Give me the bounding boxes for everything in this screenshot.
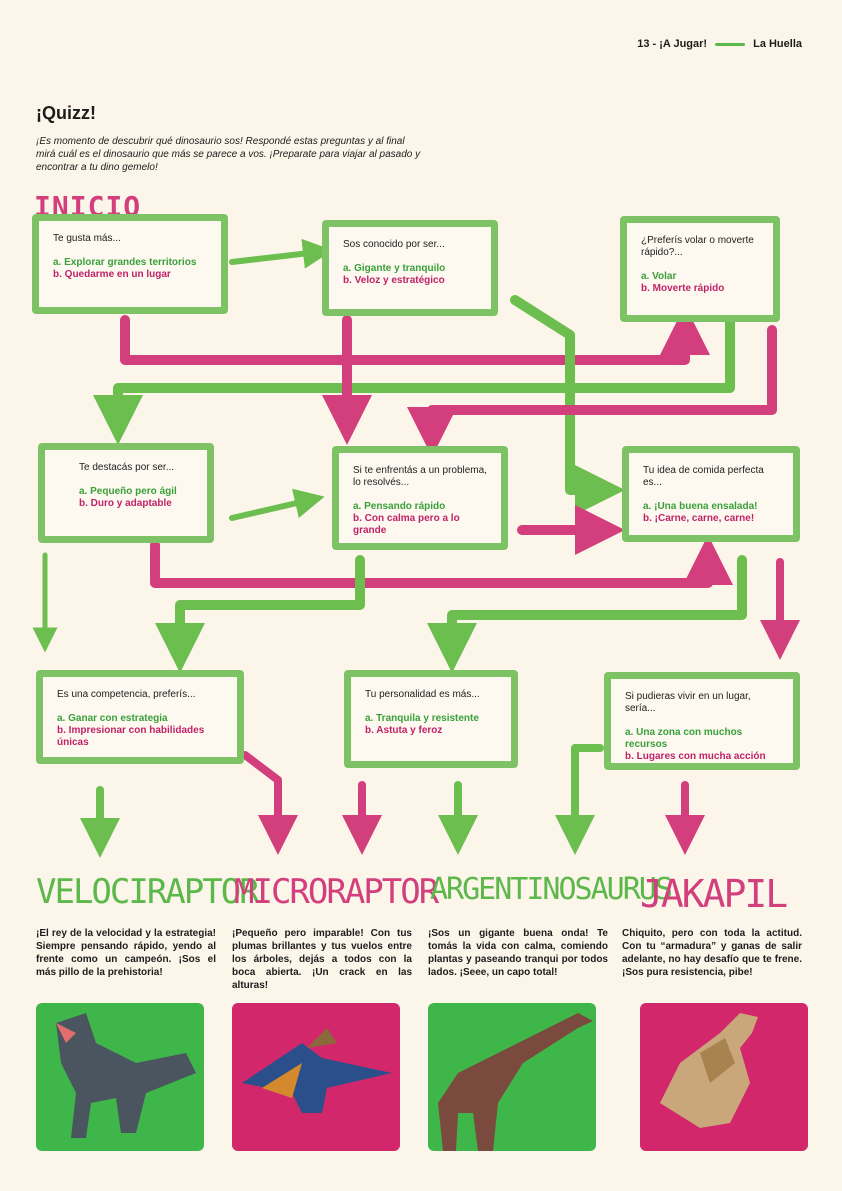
result-desc-jakapil: Chiquito, pero con toda la actitud. Con … [622, 928, 802, 978]
brand-line-icon [715, 42, 746, 46]
question-box-2[interactable]: Sos conocido por ser... a. Gigante y tra… [322, 220, 498, 316]
question-box-1[interactable]: Te gusta más... a. Explorar grandes terr… [32, 214, 228, 314]
option-b[interactable]: b. Con calma pero a lo grande [353, 513, 460, 536]
result-name-jakapil: JAKAPIL [640, 872, 788, 916]
question-box-5[interactable]: Si te enfrentás a un problema, lo resolv… [332, 446, 508, 550]
intro-text: ¡Es momento de descubrir qué dinosaurio … [36, 136, 421, 173]
question-text: ¿Preferís volar o moverte rápido?... [641, 235, 754, 258]
question-box-6[interactable]: Tu idea de comida perfecta es... a. ¡Una… [622, 446, 800, 542]
option-b[interactable]: b. Impresionar con habilidades únicas [57, 725, 205, 748]
option-a[interactable]: a. Pequeño pero ágil [79, 486, 177, 497]
arrow-q1a [120, 305, 710, 365]
question-text: Te destacás por ser... [79, 462, 175, 473]
result-name-argentinosaurus: ARGENTINOSAURUS [430, 872, 673, 907]
microraptor-image [232, 1003, 400, 1151]
velociraptor-image [36, 1003, 204, 1151]
option-a[interactable]: a. Explorar grandes territorios [53, 257, 197, 268]
option-a[interactable]: a. Ganar con estrategia [57, 713, 168, 724]
option-a[interactable]: a. Una zona con muchos recursos [625, 727, 743, 750]
arrow-q3b [407, 325, 777, 457]
arrow-q2a [510, 295, 625, 515]
question-text: Tu personalidad es más... [365, 689, 480, 700]
question-box-3[interactable]: ¿Preferís volar o moverte rápido?... a. … [620, 216, 780, 322]
option-a[interactable]: a. Tranquila y resistente [365, 713, 479, 724]
result-desc-argentinosaurus: ¡Sos un gigante buena onda! Te tomás la … [428, 928, 608, 978]
result-name-microraptor: MICRORAPTOR [234, 872, 439, 912]
question-text: Te gusta más... [53, 233, 121, 244]
question-box-8[interactable]: Tu personalidad es más... a. Tranquila y… [344, 670, 518, 768]
arrow-q6a [427, 555, 747, 673]
jakapil-image [640, 1003, 808, 1151]
option-b[interactable]: b. Astuta y feroz [365, 725, 443, 736]
page-title: ¡Quizz! [36, 103, 96, 123]
argentinosaurus-image [428, 1003, 596, 1151]
option-b[interactable]: b. Moverte rápido [641, 283, 725, 294]
question-box-7[interactable]: Es una competencia, preferís... a. Ganar… [36, 670, 244, 764]
arrow-q4b [150, 535, 733, 588]
arrow-q5a [155, 555, 365, 673]
option-b[interactable]: b. Quedarme en un lugar [53, 269, 171, 280]
question-text: Sos conocido por ser... [343, 239, 445, 250]
question-box-4[interactable]: Te destacás por ser... a. Pequeño pero á… [38, 443, 214, 543]
arrow-q7b [241, 751, 298, 855]
arrow-q9a [555, 744, 604, 855]
option-b[interactable]: b. Veloz y estratégico [343, 275, 445, 286]
page-header: 13 - ¡A Jugar! La Huella [637, 38, 802, 50]
option-a[interactable]: a. Gigante y tranquilo [343, 263, 446, 274]
brand-name: La Huella [753, 38, 802, 50]
option-b[interactable]: b. ¡Carne, carne, carne! [643, 513, 755, 524]
option-a[interactable]: a. Volar [641, 271, 677, 282]
option-a[interactable]: a. ¡Una buena ensalada! [643, 501, 758, 512]
question-box-9[interactable]: Si pudieras vivir en un lugar, sería... … [604, 672, 800, 770]
option-b[interactable]: b. Duro y adaptable [79, 498, 172, 509]
arrow-q3a [93, 315, 735, 445]
arrow-q4-q5 [229, 488, 325, 521]
option-a[interactable]: a. Pensando rápido [353, 501, 446, 512]
question-text: Tu idea de comida perfecta es... [643, 465, 764, 488]
result-desc-microraptor: ¡Pequeño pero imparable! Con tus plumas … [232, 928, 412, 991]
question-text: Si pudieras vivir en un lugar, sería... [625, 691, 751, 714]
arrow-q1-q2 [229, 238, 333, 269]
question-text: Es una competencia, preferís... [57, 689, 196, 700]
result-desc-velociraptor: ¡El rey de la velocidad y la estrategia!… [36, 928, 216, 978]
page-number: 13 - ¡A Jugar! [637, 38, 708, 50]
option-b[interactable]: b. Lugares con mucha acción [625, 751, 766, 762]
result-name-velociraptor: VELOCIRAPTOR [36, 872, 260, 912]
question-text: Si te enfrentás a un problema, lo resolv… [353, 465, 487, 488]
